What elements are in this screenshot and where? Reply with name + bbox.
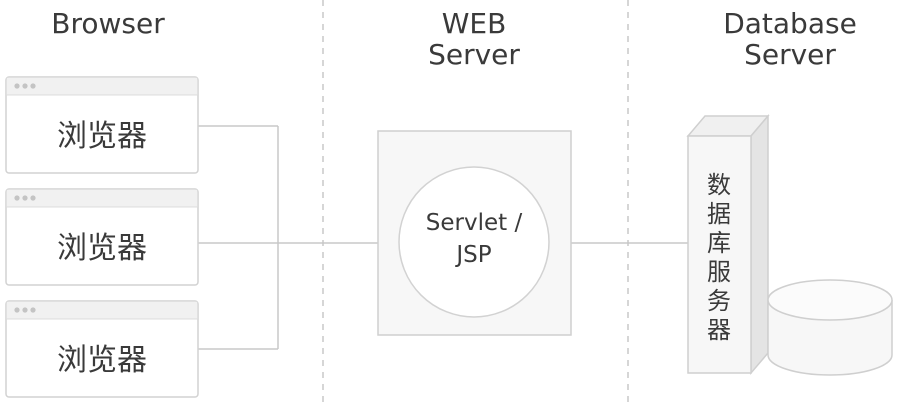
window-dots-icon bbox=[14, 307, 36, 313]
database-server-tower: 数 据 库 服 务 器 bbox=[686, 113, 770, 376]
db-server-char: 数 bbox=[707, 171, 731, 199]
column-title-web-line2: Server bbox=[428, 38, 520, 71]
browser-label: 浏览器 bbox=[57, 231, 147, 266]
db-server-char: 务 bbox=[707, 287, 731, 315]
database-cylinder-icon bbox=[767, 279, 893, 376]
browser-window: 浏览器 bbox=[5, 188, 199, 286]
browser-window: 浏览器 bbox=[5, 300, 199, 398]
window-dots-icon bbox=[14, 83, 36, 89]
column-title-db-line2: Server bbox=[744, 38, 836, 71]
servlet-jsp-circle bbox=[398, 166, 550, 318]
column-title-db-line1: Database bbox=[723, 7, 857, 40]
db-server-char: 服 bbox=[707, 258, 731, 286]
browser-label: 浏览器 bbox=[57, 343, 147, 378]
servlet-label: Servlet / bbox=[426, 210, 523, 236]
column-title-browser: Browser bbox=[51, 7, 165, 40]
db-server-char: 库 bbox=[707, 229, 731, 257]
browser-window: 浏览器 bbox=[5, 76, 199, 174]
connectors bbox=[198, 125, 688, 350]
browser-label: 浏览器 bbox=[57, 119, 147, 154]
web-server-box: Servlet / JSP bbox=[377, 130, 572, 336]
column-title-web-line1: WEB bbox=[442, 7, 507, 40]
jsp-label: JSP bbox=[454, 242, 491, 268]
window-dots-icon bbox=[14, 195, 36, 201]
db-server-char: 器 bbox=[707, 316, 731, 344]
db-server-char: 据 bbox=[707, 200, 731, 228]
